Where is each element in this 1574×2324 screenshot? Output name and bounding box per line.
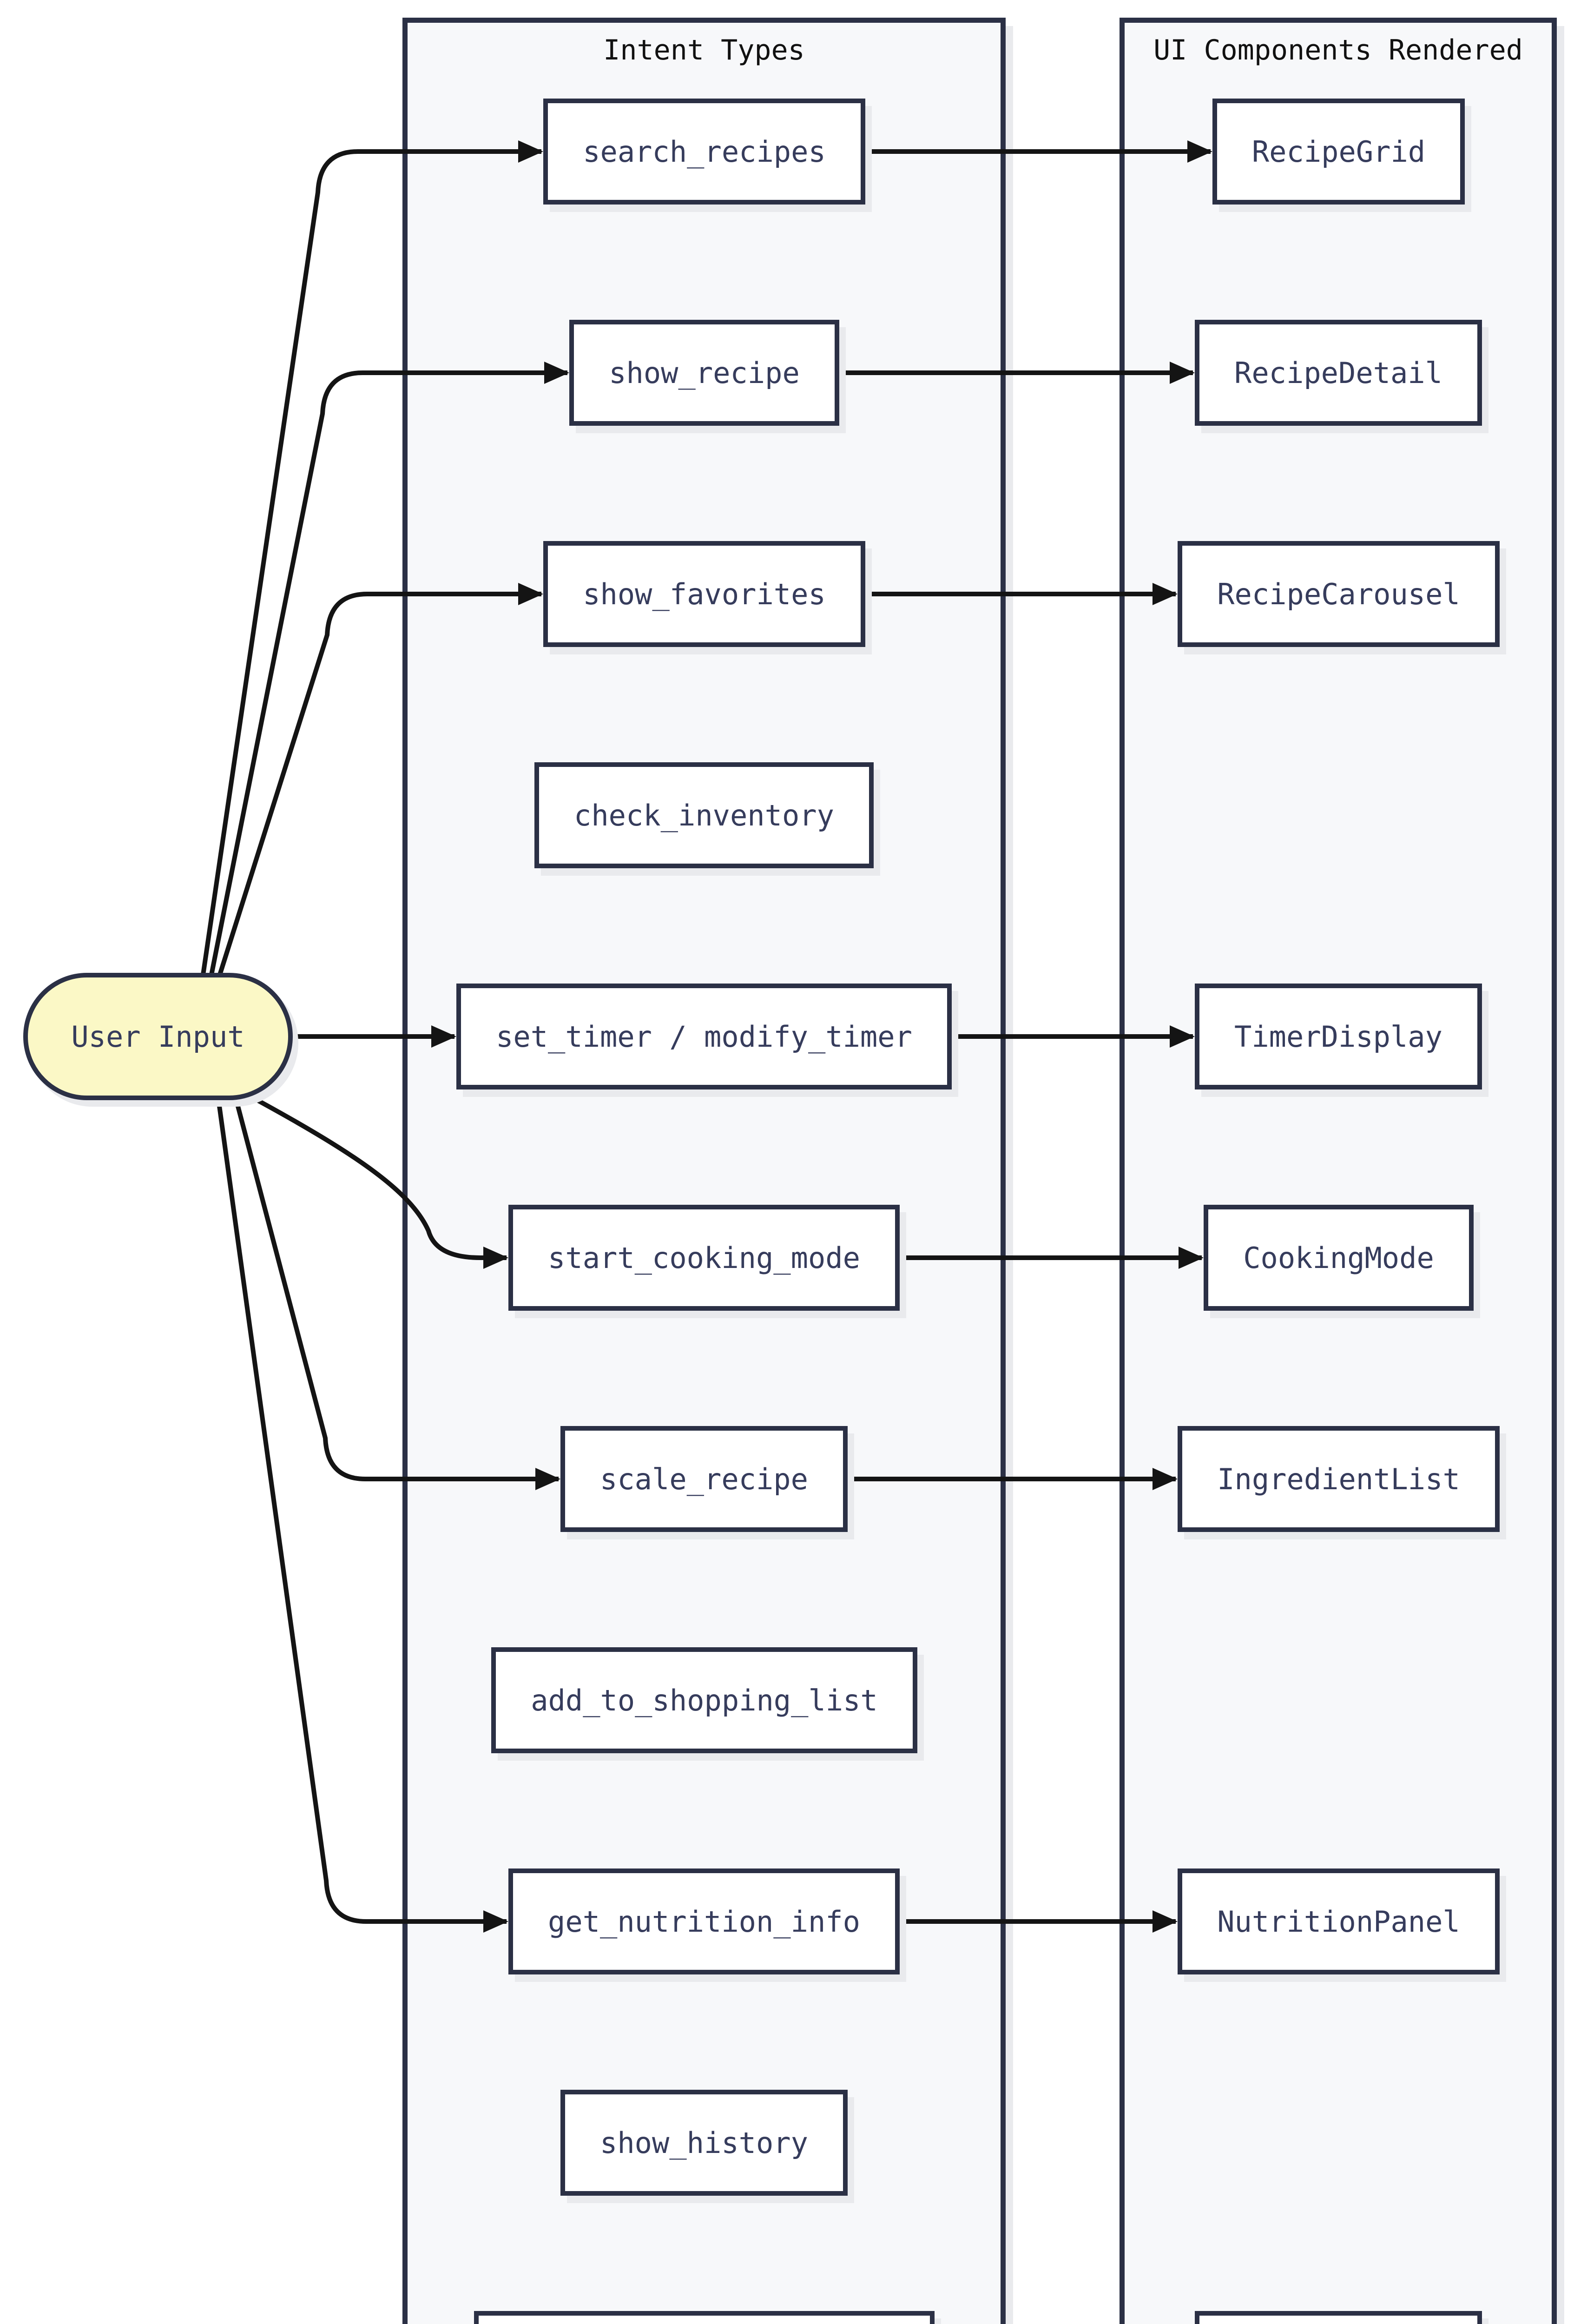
component-node-label: CookingMode xyxy=(1243,1241,1434,1275)
edge-user-input-to-get-nutrition-info xyxy=(216,1099,508,1933)
edge-user-input-to-show-favorites xyxy=(217,583,543,976)
components-cluster-title: UI Components Rendered xyxy=(1153,34,1523,66)
component-node-label: RecipeGrid xyxy=(1251,134,1426,169)
intent-node-add-to-shopping-list: add_to_shopping_list xyxy=(491,1647,917,1753)
component-node-recipecarousel: RecipeCarousel xyxy=(1178,541,1500,647)
component-node-label: IngredientList xyxy=(1217,1462,1460,1496)
intent-node-search-recipes: search_recipes xyxy=(543,99,865,205)
user-input-label: User Input xyxy=(71,1019,245,1054)
component-node-textresponse: TextResponse xyxy=(1195,2311,1482,2324)
intent-node-show-favorites: show_favorites xyxy=(543,541,865,647)
component-node-timerdisplay: TimerDisplay xyxy=(1195,984,1482,1089)
intent-node-set-timer-modify-timer: set_timer / modify_timer xyxy=(456,984,952,1089)
component-node-label: RecipeDetail xyxy=(1234,356,1442,390)
intents-cluster-title: Intent Types xyxy=(603,34,805,66)
intent-node-start-cooking-mode: start_cooking_mode xyxy=(508,1205,900,1311)
intent-node-label: scale_recipe xyxy=(600,1462,808,1496)
intent-node-label: search_recipes xyxy=(583,134,826,169)
intent-node-label: get_nutrition_info xyxy=(548,1904,860,1939)
edge-user-input-to-search-recipes xyxy=(201,140,543,975)
component-node-recipedetail: RecipeDetail xyxy=(1195,320,1482,426)
component-node-label: NutritionPanel xyxy=(1217,1904,1460,1939)
intent-node-label: check_inventory xyxy=(574,798,834,832)
component-node-cookingmode: CookingMode xyxy=(1204,1205,1474,1311)
intent-node-label: add_to_shopping_list xyxy=(531,1683,878,1717)
intent-node-label: show_history xyxy=(600,2126,808,2160)
intent-node-show-recipe: show_recipe xyxy=(569,320,839,426)
intent-node-label: show_recipe xyxy=(609,356,800,390)
intent-node-get-nutrition-info: get_nutrition_info xyxy=(508,1868,900,1974)
edge-user-input-to-start-cooking-mode xyxy=(254,1097,508,1269)
intent-node-label: set_timer / modify_timer xyxy=(496,1019,912,1054)
intent-node-label: show_favorites xyxy=(583,577,826,611)
intent-node-check-inventory: check_inventory xyxy=(534,762,874,868)
edge-user-input-to-show-recipe xyxy=(209,362,569,975)
component-node-nutritionpanel: NutritionPanel xyxy=(1178,1868,1500,1974)
intent-node-label: start_cooking_mode xyxy=(548,1241,860,1275)
edge-user-input-to-scale-recipe xyxy=(234,1098,560,1490)
intent-node-show-history: show_history xyxy=(560,2090,848,2196)
intent-node-clarification-required: clarification_required xyxy=(474,2311,935,2324)
component-node-ingredientlist: IngredientList xyxy=(1178,1426,1500,1532)
component-node-label: TimerDisplay xyxy=(1234,1019,1442,1054)
intent-node-scale-recipe: scale_recipe xyxy=(560,1426,848,1532)
component-node-label: RecipeCarousel xyxy=(1217,577,1460,611)
user-input-node: User Input xyxy=(23,973,293,1100)
component-node-recipegrid: RecipeGrid xyxy=(1212,99,1465,205)
